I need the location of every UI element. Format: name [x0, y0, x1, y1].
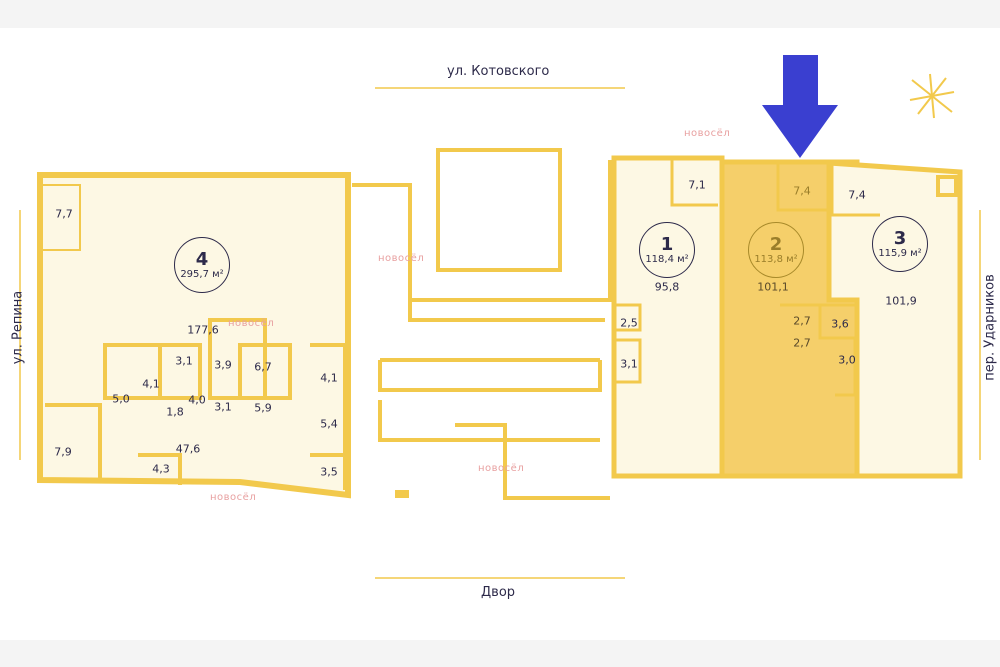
logo-watermark: новосёл [210, 492, 257, 503]
street-label-top: ул. Котовского [447, 64, 550, 79]
street-label-left: ул. Репина [10, 290, 26, 365]
room-area: 177,6 [187, 323, 219, 337]
room-area: 7,9 [54, 445, 72, 459]
column [936, 175, 958, 197]
room-area: 3,1 [214, 400, 232, 414]
room-area: 4,1 [142, 377, 160, 391]
room-area: 2,7 [793, 314, 811, 328]
room-area: 7,1 [688, 178, 706, 192]
room-area: 6,7 [254, 360, 272, 374]
compass-icon [909, 73, 955, 119]
room-area: 1,8 [166, 405, 184, 419]
room-area: 3,9 [214, 358, 232, 372]
room-area: 4,3 [152, 462, 170, 476]
selection-arrow-icon [762, 55, 838, 158]
room-area: 4,1 [320, 371, 338, 385]
room-area: 7,4 [848, 188, 866, 202]
room-area: 7,4 [793, 184, 811, 198]
room-area: 7,7 [55, 207, 73, 221]
unit-1-shape [611, 155, 725, 479]
marker [395, 490, 409, 498]
room-area: 3,1 [175, 354, 193, 368]
logo-watermark: новосёл [478, 463, 525, 474]
logo-watermark: новосёл [684, 128, 731, 139]
room-area: 3,5 [320, 465, 338, 479]
logo-watermark: новосёл [378, 253, 425, 264]
room-area: 2,7 [793, 336, 811, 350]
room-area: 101,9 [885, 294, 917, 308]
logo-watermark: новосёл [228, 318, 275, 329]
room-area: 3,1 [620, 357, 638, 371]
room-area: 101,1 [757, 280, 789, 294]
room-area: 3,0 [838, 353, 856, 367]
unit-4-shape [37, 172, 351, 499]
bottom-band [0, 640, 1000, 667]
room-area: 5,9 [254, 401, 272, 415]
street-label-right: пер. Ударников [982, 274, 998, 381]
room-area: 5,4 [320, 417, 338, 431]
room-area: 47,6 [175, 442, 201, 456]
room-area: 2,5 [620, 316, 638, 330]
room-area: 3,6 [831, 317, 849, 331]
unit-4-vestibule [40, 184, 81, 251]
street-label-bottom: Двор [481, 585, 516, 600]
room-area: 4,0 [188, 393, 206, 407]
unit-4-partitions [45, 318, 347, 490]
core-walls [352, 148, 612, 500]
top-band [0, 0, 1000, 28]
room-area: 95,8 [654, 280, 680, 294]
units-partitions [614, 160, 880, 397]
room-area: 5,0 [112, 392, 130, 406]
